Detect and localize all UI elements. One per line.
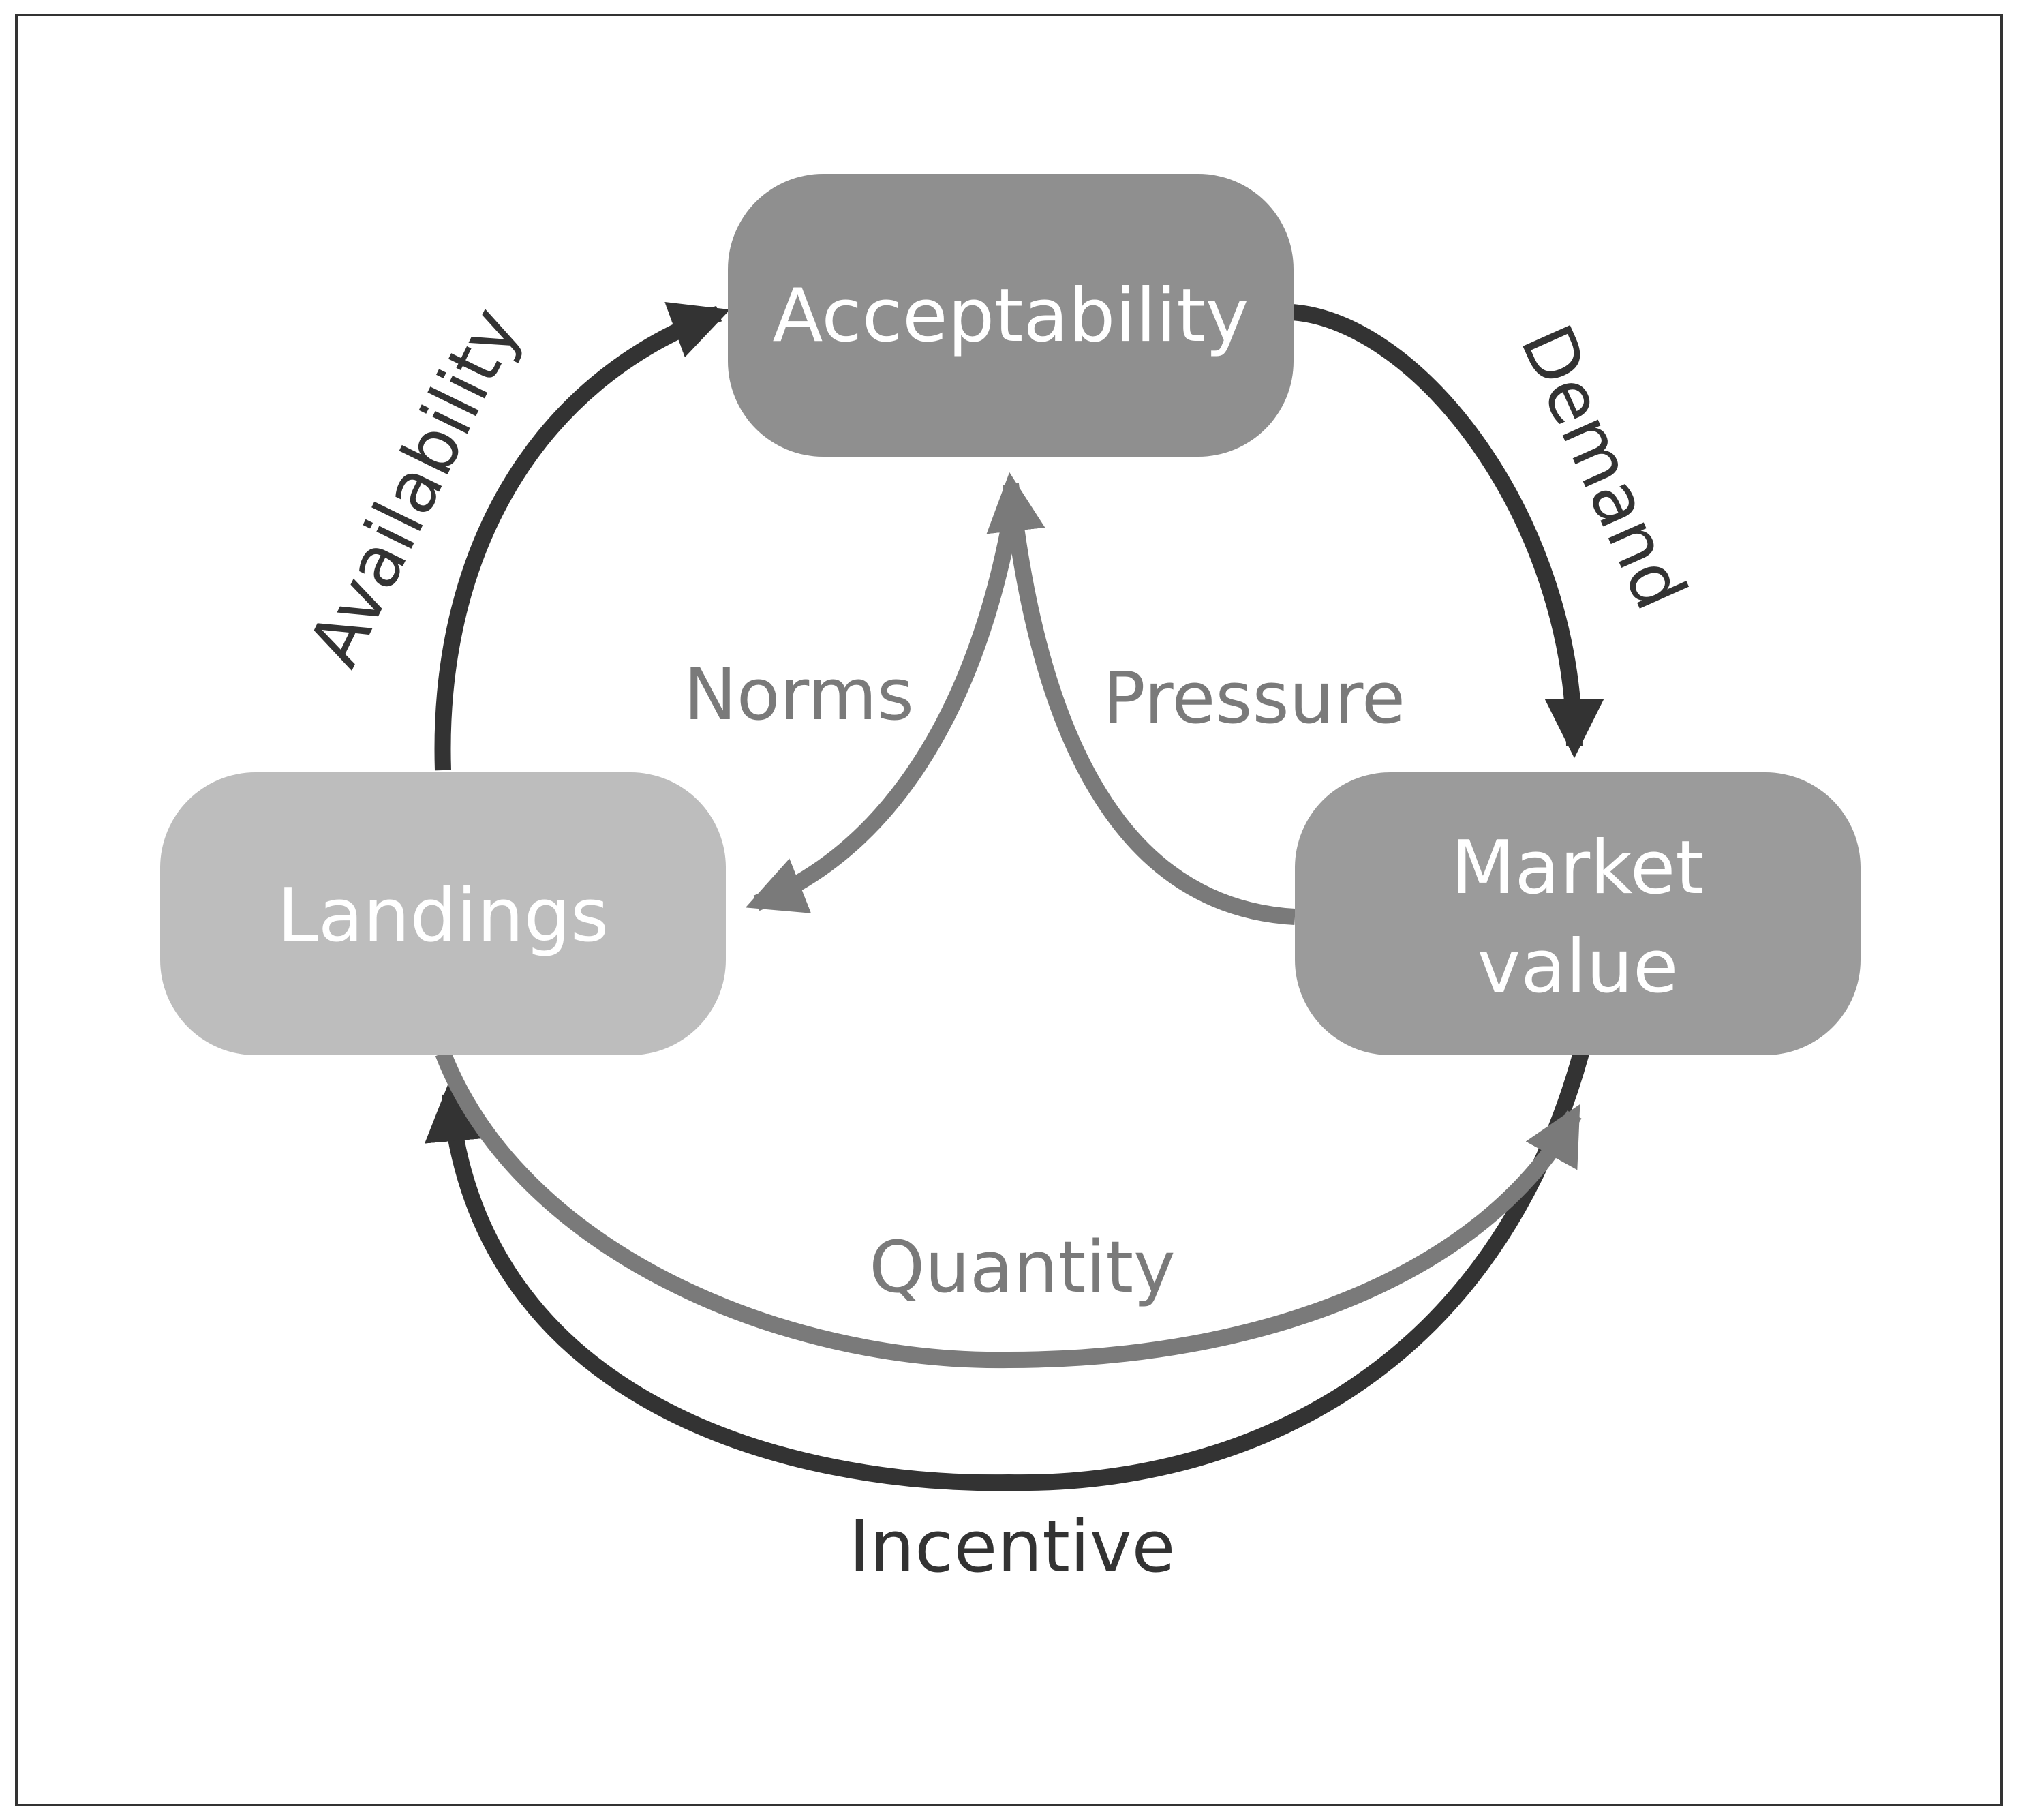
node-acceptability: Acceptability	[728, 174, 1294, 457]
node-acceptability-label: Acceptability	[772, 273, 1249, 359]
quantity-arrow	[435, 1050, 1582, 1369]
node-market-value: Market value	[1295, 772, 1861, 1055]
node-landings: Landings	[160, 772, 726, 1055]
incentive-label: Incentive	[849, 1505, 1176, 1588]
figure-frame	[15, 14, 2003, 1806]
quantity-label: Quantity	[869, 1226, 1175, 1309]
pressure-arrow	[986, 472, 1296, 925]
norms-label: Norms	[684, 653, 914, 736]
availability-arrow	[434, 302, 731, 771]
demand-label: Demand	[1504, 313, 1702, 622]
norms-arrow	[745, 516, 1019, 913]
pressure-label: Pressure	[1103, 656, 1405, 740]
demand-arrow	[1291, 304, 1604, 759]
incentive-arrow	[425, 1050, 1589, 1491]
node-market-value-label-line2: value	[1478, 924, 1679, 1010]
node-market-value-label-line1: Market	[1451, 825, 1704, 911]
node-landings-label: Landings	[277, 873, 609, 958]
